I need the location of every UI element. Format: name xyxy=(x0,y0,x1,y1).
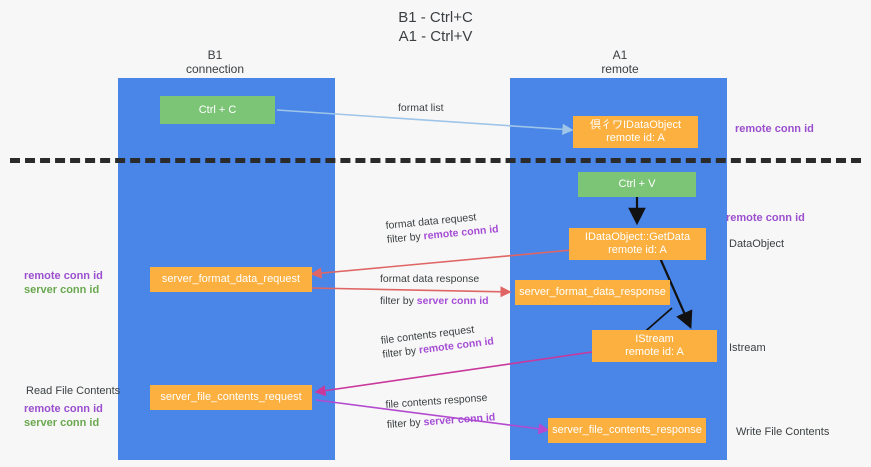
side-label-left-server-conn-id-bottom: server conn id xyxy=(24,417,100,429)
edge-label-file-contents-response-line2: filter by server conn id xyxy=(386,410,495,432)
box-ctrl-v-label: Ctrl + V xyxy=(618,178,656,190)
filter-by-prefix: filter by xyxy=(380,295,417,307)
box-idataobject-line2: remote id: A xyxy=(606,132,665,144)
column-header-b1-role: connection xyxy=(185,62,245,76)
filter-by-prefix: filter by xyxy=(381,344,420,361)
edge-label-format-data-response-line1: format data response xyxy=(380,273,480,285)
edge-label-format-data-response-line2: filter by server conn id xyxy=(380,294,489,308)
box-getdata[interactable]: IDataObject::GetData remote id: A xyxy=(569,228,706,260)
page-title: B1 - Ctrl+C A1 - Ctrl+V xyxy=(0,8,871,46)
box-server-file-contents-response[interactable]: server_file_contents_response xyxy=(548,418,706,443)
edge-label-format-list: format list xyxy=(398,101,444,115)
side-label-dataobject: DataObject xyxy=(729,238,785,250)
box-server-file-contents-request-label: server_file_contents_request xyxy=(160,391,302,403)
side-label-left-remote-conn-id-mid: remote conn id xyxy=(24,270,103,282)
title-line-2: A1 - Ctrl+V xyxy=(398,28,473,45)
side-label-istream: Istream xyxy=(729,342,766,354)
box-istream-line2: remote id: A xyxy=(625,346,684,358)
title-line-1: B1 - Ctrl+C xyxy=(398,9,473,26)
edge-label-file-contents-request: file contents request filter by remote c… xyxy=(380,320,495,361)
column-header-b1-name: B1 xyxy=(207,48,223,62)
filter-by-prefix: filter by xyxy=(386,230,425,246)
conn-id-key: server conn id xyxy=(416,295,489,307)
box-ctrl-c-label: Ctrl + C xyxy=(198,103,237,116)
box-istream-line1: IStream xyxy=(635,333,674,345)
column-header-a1: A1 remote xyxy=(560,48,680,76)
side-label-remote-conn-id-top: remote conn id xyxy=(735,123,814,135)
box-server-file-contents-response-label: server_file_contents_response xyxy=(552,424,702,436)
box-getdata-line2: remote id: A xyxy=(608,244,667,256)
box-idataobject-line1: 倶彳ワIDataObject xyxy=(589,119,682,131)
side-label-left-server-conn-id-mid: server conn id xyxy=(24,284,100,296)
column-header-a1-name: A1 xyxy=(612,48,628,62)
box-getdata-line1: IDataObject::GetData xyxy=(584,231,691,243)
box-server-format-data-response[interactable]: server_format_data_response xyxy=(515,280,670,305)
box-server-format-data-request-label: server_format_data_request xyxy=(161,273,301,285)
box-idataobject[interactable]: 倶彳ワIDataObject remote id: A xyxy=(573,116,698,148)
side-label-read-file-contents: Read File Contents xyxy=(26,385,121,397)
box-server-format-data-request[interactable]: server_format_data_request xyxy=(150,267,312,292)
side-label-remote-conn-id-mid: remote conn id xyxy=(726,212,805,224)
edge-label-file-contents-response-line1: file contents response xyxy=(385,391,488,411)
box-istream[interactable]: IStream remote id: A xyxy=(592,330,717,362)
column-header-b1: B1 connection xyxy=(155,48,275,76)
edge-label-format-data-request: format data request filter by remote con… xyxy=(385,208,499,247)
box-ctrl-c[interactable]: Ctrl + C xyxy=(160,96,275,124)
side-label-left-remote-conn-id-bottom: remote conn id xyxy=(24,403,103,415)
conn-id-key: server conn id xyxy=(423,411,496,429)
filter-by-prefix: filter by xyxy=(386,416,424,431)
box-server-file-contents-request[interactable]: server_file_contents_request xyxy=(150,385,312,410)
box-server-format-data-response-label: server_format_data_response xyxy=(519,286,666,298)
edge-label-format-list-text: format list xyxy=(398,102,444,114)
column-header-a1-role: remote xyxy=(601,62,639,76)
edge-label-format-data-response: format data response filter by server co… xyxy=(380,272,489,308)
side-label-write-file-contents: Write File Contents xyxy=(736,426,830,438)
phase-divider xyxy=(10,158,861,163)
edge-label-file-contents-response: file contents response filter by server … xyxy=(385,390,496,431)
box-ctrl-v[interactable]: Ctrl + V xyxy=(578,172,696,197)
